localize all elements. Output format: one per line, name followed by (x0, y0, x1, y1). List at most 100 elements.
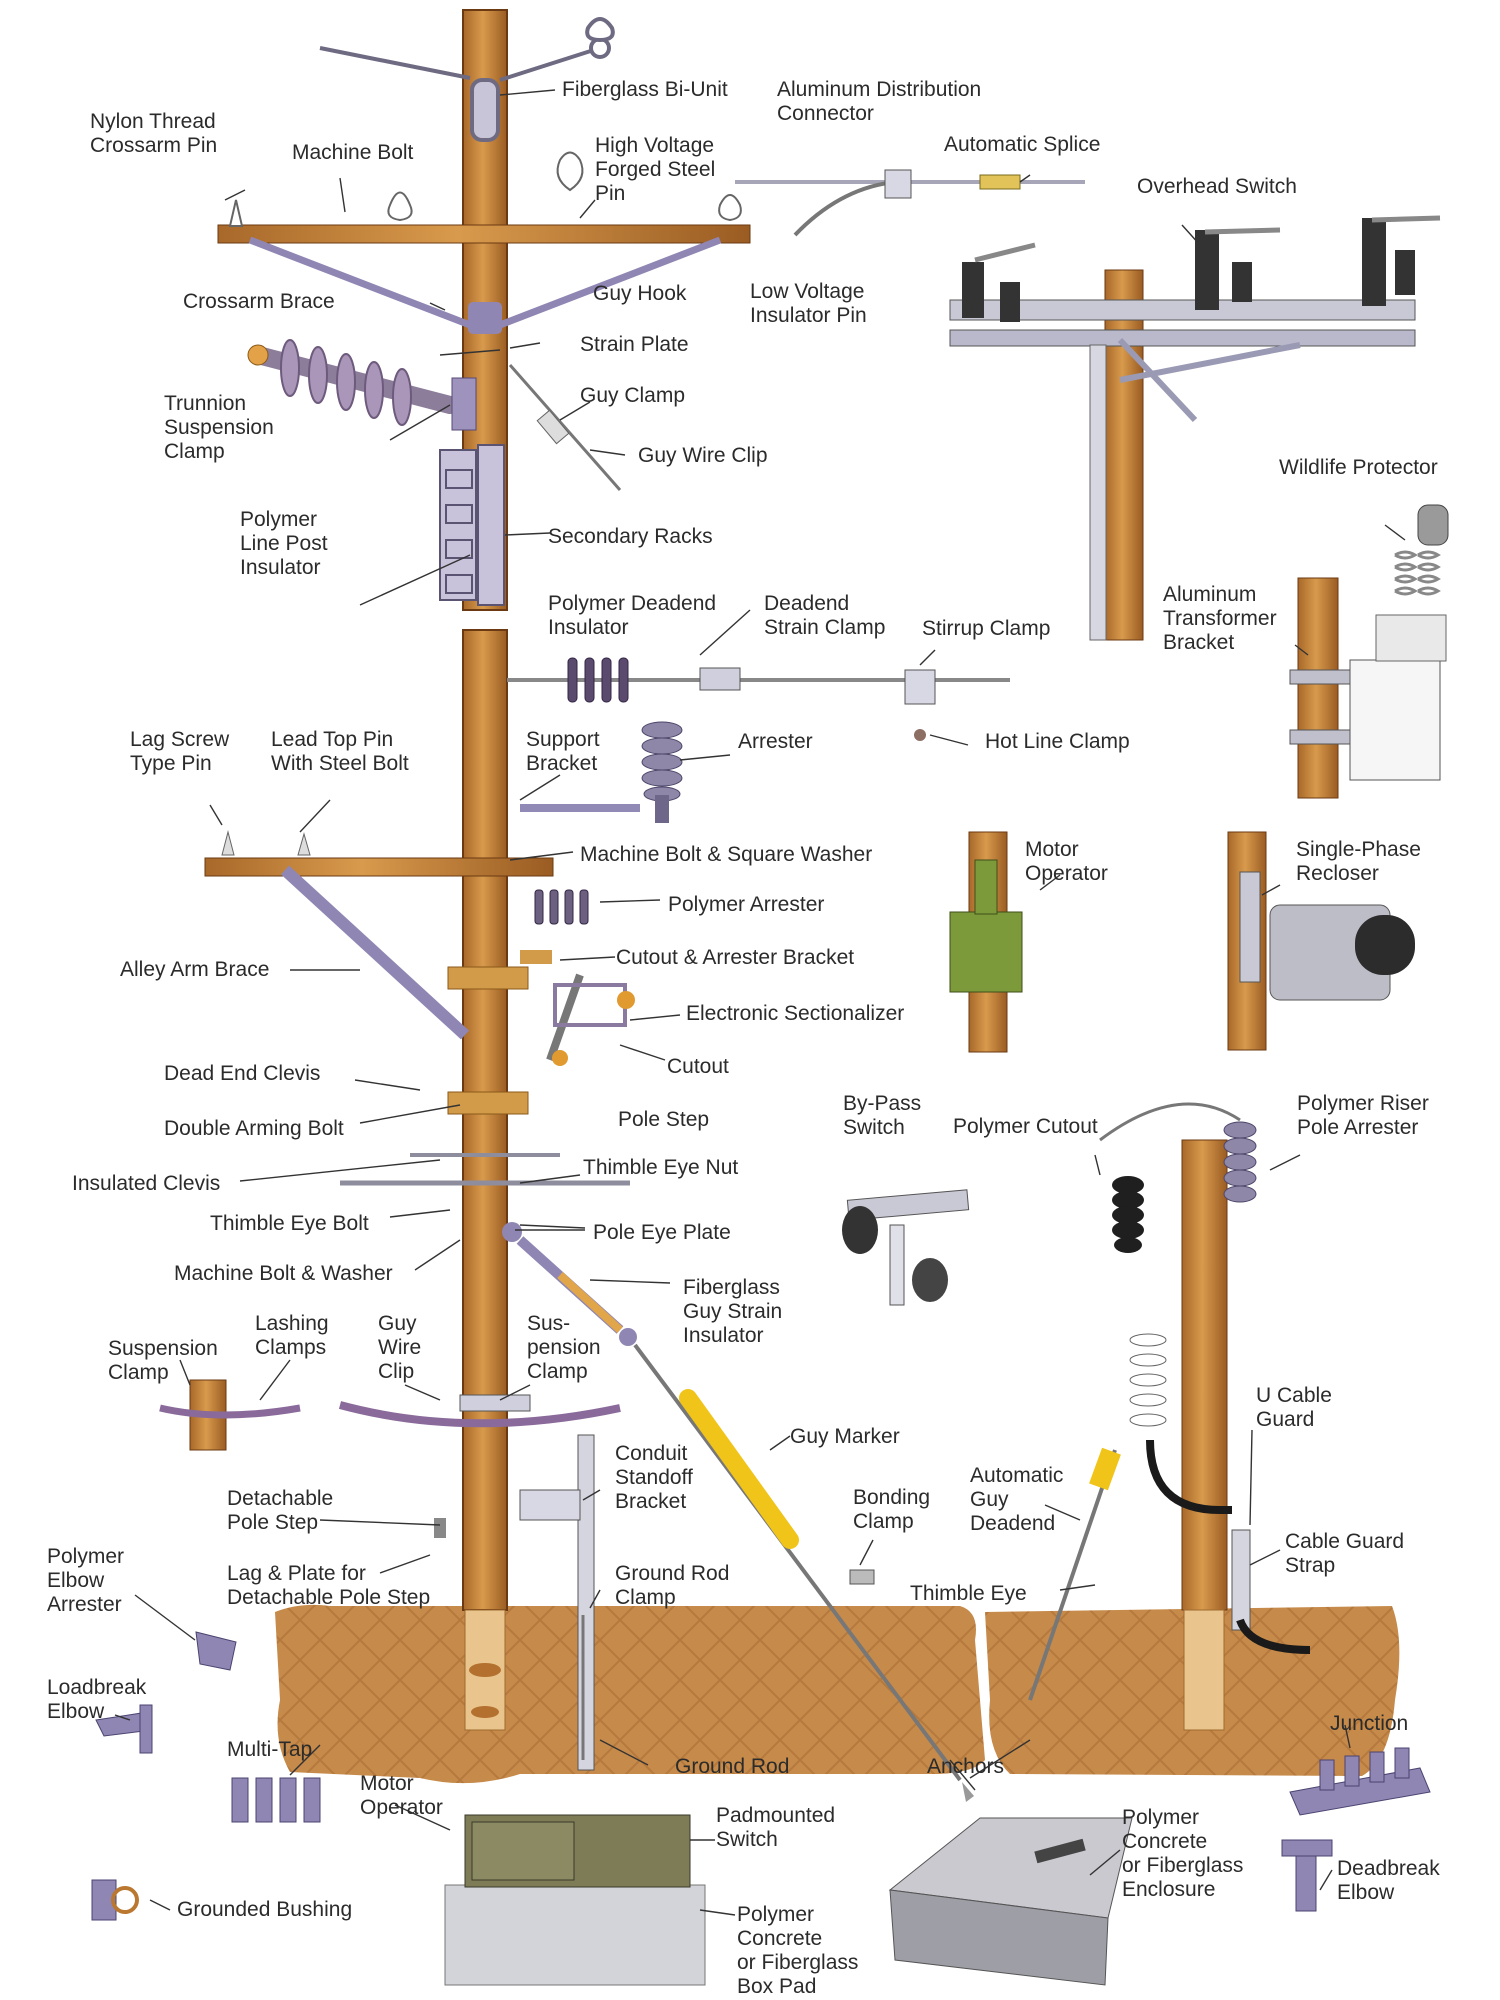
label-guy-hook: Guy Hook (593, 282, 687, 305)
label-polymer-deadend-insulator: Polymer Deadend Insulator (548, 592, 717, 639)
label-by-pass-switch: By-Pass Switch (843, 1092, 922, 1139)
padmounted-switch-art (444, 1814, 706, 1986)
label-polymer-riser-pole-arrester: Polymer Riser Pole Arrester (1297, 1092, 1429, 1139)
label-grounded-bushing: Grounded Bushing (177, 1898, 353, 1921)
label-suspension-clamp: Suspension Clamp (108, 1337, 218, 1384)
conduit-ground-rod-art (434, 1434, 595, 1771)
label-arrester: Arrester (738, 730, 813, 753)
polymer-enclosure-art (888, 1817, 1133, 1986)
label-lag-plate-detachable-pole-step: Lag & Plate for Detachable Pole Step (227, 1562, 431, 1609)
label-thimble-eye: Thimble Eye (910, 1582, 1027, 1605)
label-fiberglass-bi-unit: Fiberglass Bi-Unit (562, 78, 728, 101)
label-aluminum-transformer-bracket: Aluminum Transformer Bracket (1163, 583, 1277, 654)
label-lead-top-pin-with-steel-bolt: Lead Top Pin With Steel Bolt (271, 728, 409, 775)
label-polymer-arrester: Polymer Arrester (668, 893, 825, 916)
label-lag-screw-type-pin: Lag Screw Type Pin (130, 728, 230, 775)
lower-crossarm (204, 830, 554, 1040)
label-cutout: Cutout (667, 1055, 729, 1078)
secondary-racks-art (439, 444, 505, 606)
lashing-suspension-clamps-art (159, 1379, 621, 1451)
label-wildlife-protector: Wildlife Protector (1279, 456, 1438, 479)
label-overhead-switch: Overhead Switch (1137, 175, 1297, 198)
guy-marker-tip (1089, 1447, 1121, 1491)
label-loadbreak-elbow: Loadbreak Elbow (47, 1676, 147, 1723)
label-guy-clamp: Guy Clamp (580, 384, 686, 407)
label-high-voltage-forged-steel-pin: High Voltage Forged Steel Pin (595, 134, 716, 205)
aluminum-transformer-bracket-art (1289, 504, 1449, 799)
cutout-sectionalizer-art (520, 889, 635, 1066)
label-guy-wire-clip-top: Guy Wire Clip (638, 444, 768, 467)
label-crossarm-brace: Crossarm Brace (183, 290, 335, 313)
label-fiberglass-guy-strain-insulator: Fiberglass Guy Strain Insulator (683, 1276, 783, 1347)
top-crossarm (217, 151, 751, 334)
label-thimble-eye-nut: Thimble Eye Nut (583, 1156, 739, 1179)
label-polymer-elbow-arrester: Polymer Elbow Arrester (47, 1545, 125, 1616)
label-motor-operator-bottom: Motor Operator (360, 1772, 443, 1819)
label-ground-rod-clamp: Ground Rod Clamp (615, 1562, 730, 1609)
pole-hardware-bolts (340, 966, 630, 1242)
label-guy-wire-clip-bottom: Guy Wire Clip (378, 1312, 422, 1383)
label-u-cable-guard: U Cable Guard (1256, 1384, 1332, 1431)
label-pole-eye-plate: Pole Eye Plate (593, 1221, 731, 1244)
label-polymer-concrete-fiberglass-box-pad: Polymer Concrete or Fiberglass Box Pad (737, 1903, 859, 1998)
polymer-deadend-insulator-art (507, 657, 1010, 741)
fiberglass-bi-unit-art (319, 17, 615, 142)
label-guy-marker: Guy Marker (790, 1425, 900, 1448)
label-machine-bolt-square-washer: Machine Bolt & Square Washer (580, 843, 873, 866)
guy-strain-insulator-art (516, 1236, 974, 1802)
label-dead-end-clevis: Dead End Clevis (164, 1062, 321, 1085)
label-nylon-thread-crossarm-pin: Nylon Thread Crossarm Pin (90, 110, 218, 157)
label-thimble-eye-bolt: Thimble Eye Bolt (210, 1212, 369, 1235)
automatic-guy-deadend-art (1028, 1449, 1117, 1701)
label-automatic-guy-deadend: Automatic Guy Deadend (970, 1464, 1064, 1535)
label-support-bracket: Support Bracket (526, 728, 600, 775)
label-electronic-sectionalizer: Electronic Sectionalizer (686, 1002, 905, 1025)
junction-deadbreak-art (1281, 1747, 1431, 1912)
label-motor-operator-top: Motor Operator (1025, 838, 1108, 885)
label-trunnion-suspension-clamp: Trunnion Suspension Clamp (164, 392, 274, 463)
label-detachable-pole-step: Detachable Pole Step (227, 1487, 334, 1534)
label-cutout-arrester-bracket: Cutout & Arrester Bracket (616, 946, 855, 969)
single-phase-recloser-art (1227, 831, 1415, 1051)
label-insulated-clevis: Insulated Clevis (72, 1172, 221, 1195)
label-padmounted-switch: Padmounted Switch (716, 1804, 836, 1851)
guy-wire-top (508, 364, 622, 491)
label-polymer-line-post-insulator: Polymer Line Post Insulator (240, 508, 328, 579)
label-double-arming-bolt: Double Arming Bolt (164, 1117, 344, 1140)
label-junction: Junction (1330, 1712, 1409, 1735)
label-deadbreak-elbow: Deadbreak Elbow (1337, 1857, 1440, 1904)
label-sus-pension-clamp: Sus- pension Clamp (527, 1312, 601, 1383)
label-deadend-strain-clamp: Deadend Strain Clamp (764, 592, 886, 639)
label-machine-bolt-washer: Machine Bolt & Washer (174, 1262, 393, 1285)
label-alley-arm-brace: Alley Arm Brace (120, 958, 270, 981)
label-polymer-concrete-fiberglass-enclosure: Polymer Concrete or Fiberglass Enclosure (1122, 1806, 1244, 1901)
label-bonding-clamp: Bonding Clamp (853, 1486, 931, 1533)
label-hot-line-clamp: Hot Line Clamp (985, 730, 1130, 753)
label-lashing-clamps: Lashing Clamps (255, 1312, 329, 1359)
label-ground-rod: Ground Rod (675, 1755, 790, 1778)
guy-clamp-art (536, 409, 570, 445)
motor-operator-top-art (949, 831, 1023, 1053)
label-secondary-racks: Secondary Racks (548, 525, 713, 548)
label-stirrup-clamp: Stirrup Clamp (922, 617, 1051, 640)
elbow-accessories-art (91, 1631, 321, 1921)
label-single-phase-recloser: Single-Phase Recloser (1296, 838, 1421, 885)
label-pole-step: Pole Step (618, 1108, 710, 1131)
arrester-art (520, 721, 683, 823)
riser-pole-art (1099, 1102, 1311, 1731)
by-pass-switch-art (842, 1189, 970, 1306)
soil-ground (275, 1604, 1400, 1784)
label-anchors: Anchors (927, 1755, 1005, 1778)
label-aluminum-distribution-connector: Aluminum Distribution Connector (777, 78, 982, 125)
label-cable-guard-strap: Cable Guard Strap (1285, 1530, 1405, 1577)
label-conduit-standoff-bracket: Conduit Standoff Bracket (615, 1442, 693, 1513)
label-strain-plate: Strain Plate (580, 333, 689, 356)
label-machine-bolt: Machine Bolt (292, 141, 414, 164)
label-multi-tap: Multi-Tap (227, 1738, 313, 1761)
aluminum-connector-splice-art (735, 169, 1085, 237)
label-polymer-cutout: Polymer Cutout (953, 1115, 1098, 1138)
label-low-voltage-insulator-pin: Low Voltage Insulator Pin (750, 280, 867, 327)
label-automatic-splice: Automatic Splice (944, 133, 1101, 156)
overhead-switch-art (949, 215, 1441, 641)
